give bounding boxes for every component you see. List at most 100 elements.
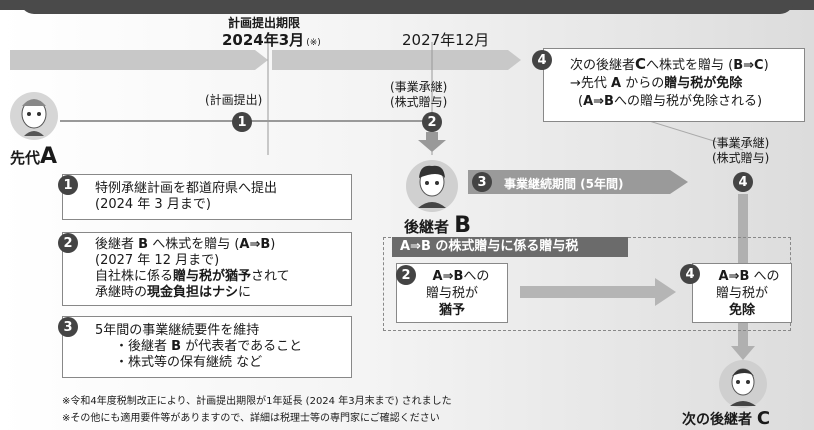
header-band-lip [20,0,794,14]
predecessor-avatar [10,92,58,140]
right-succession-label-2: (株式贈与) [712,151,770,165]
predecessor-name: 先代A [10,144,57,169]
plan-label: (計画提出) [205,93,263,107]
ng-l2-bold: A [611,76,622,91]
next-gift-line3: (A⇒Bへの贈与税が免除される) [570,93,804,111]
next-gift-box: 次の後継者Cへ株式を贈与 (B⇒C) →先代 A からの贈与税が免除 (A⇒Bへ… [543,48,805,122]
exempt-line1: A⇒B への [693,268,791,285]
continuation-label: 事業継続期間 (5年間) [504,177,624,191]
deferred-line1-bold: A⇒B [432,269,464,284]
step-1-line1: 特例承継計画を都道府県へ提出 [95,181,278,196]
gift-tax-exempt-box: A⇒B への 贈与税が 免除 [692,263,792,323]
deferred-line3: 猶予 [438,303,465,318]
step-2-box: 後継者 B へ株式を贈与 (A⇒B) (2027 年 12 月まで) 自社株に係… [62,232,352,306]
date-2027: 2027年12月 [402,31,490,49]
timeline-arrow-2 [272,50,521,70]
ng-l1-pre: 次の後継者 [570,58,636,73]
s3-l2-bold: B [171,339,182,354]
step-2-line3: 自社株に係る贈与税が猶予されて [95,269,351,285]
successor-c-prefix: 次の後継者 [682,412,752,428]
s2-l1-pre: 後継者 [95,237,139,252]
continuation-arrow [468,170,688,194]
right-succession-label: (事業承継)(株式贈与) [712,136,769,166]
s2-l4-bold: 現金負担はナシ [147,285,239,300]
step-2-line2: (2027 年 12 月まで) [95,253,220,268]
step-1-marker: 1 [58,175,78,195]
right-vertical-bar [738,194,748,264]
deferred-line1-post: への [463,269,490,284]
step-3-line2: ・後継者 B が代表者であること [95,339,351,355]
step-2-line4: 承継時の現金負担はナシに [95,285,351,301]
down-arrow-to-b [418,132,446,152]
successor-c-letter: C [756,408,771,429]
succession-label: (事業承継)(株式贈与) [390,80,447,110]
s2-l1-bold2: A⇒B [239,237,271,252]
s2-l1-post: ) [270,237,276,252]
footnote-1: ※令和4年度税制改正により、計画提出期限が1年延長 (2024 年3月末まで) … [62,396,452,407]
successor-b-name: 後継者 B [404,213,471,238]
predecessor-letter: A [40,144,58,169]
deadline-label: 計画提出期限 [228,16,301,30]
ng-l2-bold2: 贈与税が免除 [664,76,743,91]
predecessor-name-prefix: 先代 [10,149,41,167]
marker-2: 2 [422,112,442,132]
successor-b-letter: B [454,213,472,238]
exempt-line3: 免除 [728,303,755,318]
exempt-line1-bold: A⇒B [718,269,750,284]
gift-tax-band: A⇒B の株式贈与に係る贈与税 [392,237,628,257]
step-3-box: 5年間の事業継続要件を維持 ・後継者 B が代表者であること ・株式等の保有継続… [62,316,352,378]
gift-tax-arrow [520,278,676,306]
step-2-line1: 後継者 B へ株式を贈与 (A⇒B) [95,237,351,253]
step-3-marker: 3 [58,317,78,337]
successor-c-avatar [719,360,767,408]
deadline-date: 2024年3月(※) [222,29,321,50]
exempt-line1-post: への [749,269,780,284]
ng-l3-pre: ( [578,94,584,109]
s2-l3-post: されて [251,269,290,284]
ng-l1-bold2: B⇒C [733,58,764,73]
ng-l2-mid: からの [621,76,665,91]
next-gift-marker: 4 [532,50,552,70]
step-1-box: 特例承継計画を都道府県へ提出 (2024 年 3 月まで) [62,174,352,220]
right-succession-label-1: (事業承継) [712,136,770,150]
ng-l2-pre: →先代 [570,76,612,91]
step-1-line2: (2024 年 3 月まで) [95,197,211,212]
ng-l1-post: ) [763,58,769,73]
ng-l3-post: への贈与税が免除される) [613,94,763,109]
next-gift-line2: →先代 A からの贈与税が免除 [570,75,804,93]
s2-l4-pre: 承継時の [95,285,148,300]
successor-b-avatar [406,160,458,212]
footnote-2: ※その他にも適用要件等がありますので、詳細は税理士等の専門家にご確認ください [62,413,440,424]
right-vertical-bar-lower [738,320,748,350]
deadline-date-text: 2024年3月 [222,31,305,49]
s2-l3-bold: 贈与税が猶予 [173,269,252,284]
ng-l1-mid: へ株式を贈与 ( [646,58,734,73]
s3-l2-pre: ・後継者 [115,339,172,354]
gift-tax-left-marker: 2 [396,265,416,285]
marker-1: 1 [232,112,252,132]
down-arrow-to-c [731,346,755,360]
marker-3: 3 [472,172,492,192]
deferred-line2: 贈与税が [425,286,478,301]
deadline-note: (※) [306,38,321,48]
s2-l1-mid: へ株式を贈与 ( [148,237,240,252]
step-3-line3: ・株式等の保有継続 など [115,355,263,370]
succession-label-1: (事業承継) [390,80,448,94]
step-3-line1: 5年間の事業継続要件を維持 [95,323,260,338]
s2-l1-bold: B [138,237,149,252]
timeline-arrow-1 [10,50,268,70]
s2-l3-pre: 自社株に係る [95,269,174,284]
successor-b-prefix: 後継者 [404,218,450,236]
step-2-marker: 2 [58,233,78,253]
exempt-line2: 贈与税が [715,286,768,301]
succession-label-2: (株式贈与) [390,95,448,109]
ng-l3-bold: A⇒B [583,94,614,109]
successor-c-name: 次の後継者 C [682,408,770,429]
marker-4-right: 4 [733,172,753,192]
s3-l2-post: が代表者であること [181,339,303,354]
s2-l4-post: に [238,285,252,300]
deferred-line1: A⇒Bへの [397,268,507,285]
gift-tax-right-marker: 4 [680,264,700,284]
next-gift-line1: 次の後継者Cへ株式を贈与 (B⇒C) [570,55,804,75]
ng-l1-bold: C [635,55,647,73]
